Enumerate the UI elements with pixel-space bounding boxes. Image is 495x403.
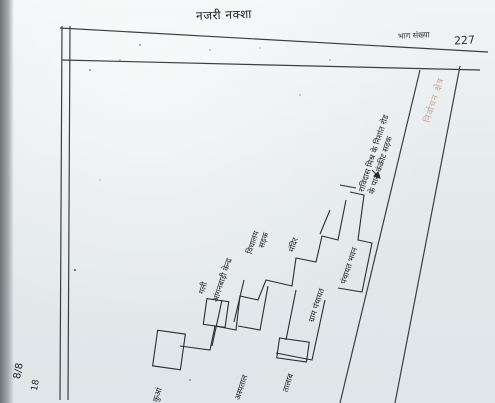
page-border [59,25,489,403]
margin-number-2: 18 [30,378,42,392]
page-shadow-edge [0,0,14,403]
paper-speckles [74,44,331,381]
page-title: नजरी नक्शा [195,7,253,23]
volume-number: 227 [453,33,476,48]
map-roads [179,184,373,361]
map-buildings [152,297,310,371]
volume-label: भाग संख्या [397,30,430,41]
arrow-icon [371,169,381,179]
